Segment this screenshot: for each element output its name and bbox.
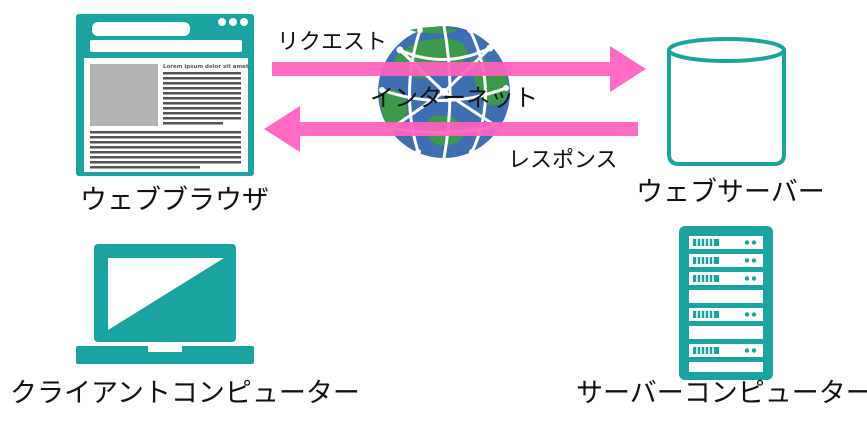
server-computer-label: サーバーコンピューター (576, 378, 867, 409)
request-arrow (272, 46, 646, 92)
web-browser-label: ウェブブラウザ (80, 185, 269, 216)
laptop-icon (76, 244, 254, 364)
web-server-label: ウェブサーバー (636, 177, 825, 208)
browser-text-title: Lorem ipsum dolor sit amet, (163, 64, 251, 70)
server-rack-icon (679, 226, 773, 380)
database-icon (667, 37, 786, 166)
internet-label: インターネット (370, 84, 538, 112)
request-label: リクエスト (277, 30, 388, 55)
response-arrow (264, 106, 638, 152)
web-browser-icon: Lorem ipsum dolor sit amet, (76, 14, 254, 176)
response-label: レスポンス (508, 148, 618, 173)
client-computer-label: クライアントコンピューター (10, 378, 360, 409)
